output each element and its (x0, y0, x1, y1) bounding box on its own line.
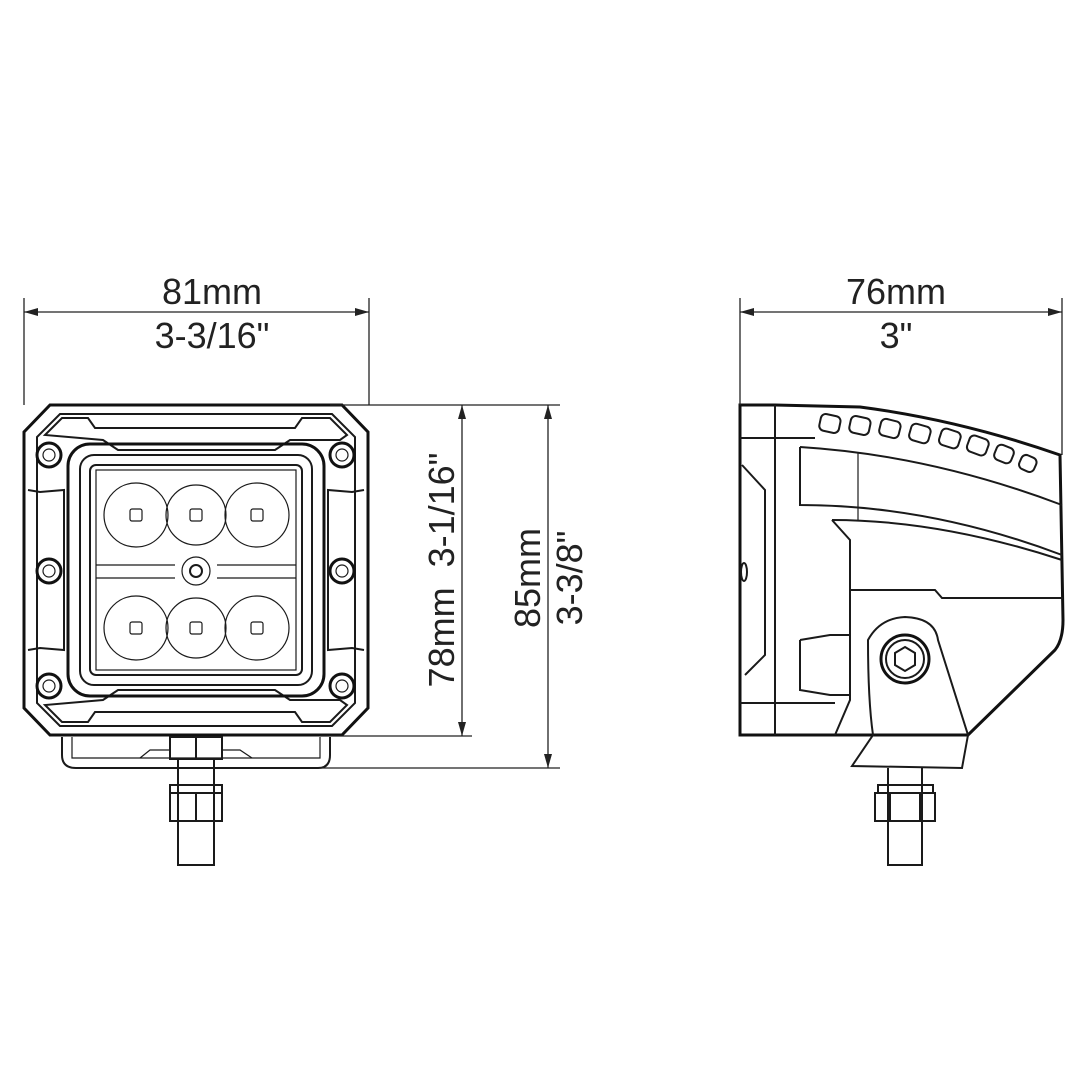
mount-arm (850, 615, 970, 770)
height-in-label: 3-1/16" (421, 453, 462, 568)
side-vent (740, 562, 748, 582)
housing-inner-edge (36, 413, 356, 727)
total-height-mm-label: 85mm (507, 528, 548, 628)
hex-bolt-icon (879, 633, 931, 685)
led (165, 597, 227, 659)
lower-fin (831, 519, 1063, 561)
front-view (22, 403, 370, 866)
depth-in-label: 3" (880, 315, 913, 356)
lens-inner (95, 469, 297, 671)
left-rib (27, 488, 65, 652)
bezel-frame (66, 442, 326, 698)
side-view (738, 403, 1065, 866)
mounting-stud (177, 760, 215, 866)
bracket-tabs (139, 749, 253, 759)
bolt-icon (328, 672, 356, 700)
lens (89, 464, 303, 676)
front-width-dimension: 81mm 3-3/16" (23, 271, 370, 405)
bolts (35, 441, 356, 700)
led (224, 595, 290, 661)
side-depth-dimension: 76mm 3" (739, 271, 1063, 455)
mount-bracket (61, 737, 331, 769)
depth-mm-label: 76mm (846, 271, 946, 312)
led (165, 484, 227, 546)
vent-screw-icon (181, 556, 211, 586)
cooling-slots (818, 413, 1038, 473)
width-mm-label: 81mm (162, 271, 262, 312)
top-rib (42, 417, 349, 451)
upper-fin (799, 446, 1063, 506)
bolt-icon (35, 441, 63, 469)
bolt-icon (328, 557, 356, 585)
bolt-icon (35, 557, 63, 585)
side-nut (874, 792, 936, 822)
right-rib (327, 488, 365, 652)
led (103, 595, 169, 661)
bezel-inner (79, 454, 313, 686)
height-label: 78mm 3-1/16" (421, 453, 462, 688)
height-mm-label: 78mm (421, 587, 462, 687)
led-array (103, 482, 290, 661)
side-housing-outline (738, 403, 1065, 737)
total-height-in-label: 3-3/8" (549, 531, 590, 626)
bolt-icon (35, 672, 63, 700)
width-in-label: 3-3/16" (155, 315, 270, 356)
bottom-rib (42, 689, 349, 723)
bolt-icon (328, 441, 356, 469)
bracket-step (850, 589, 1063, 599)
front-height-dimension: 78mm 3-1/16" 85mm 3-3/8" (320, 404, 590, 769)
led (103, 482, 169, 548)
front-bezel-side (741, 464, 766, 676)
side-stud (887, 768, 923, 866)
clip-tab (799, 634, 850, 696)
side-washer (877, 784, 934, 794)
led (224, 482, 290, 548)
front-housing-outline (22, 403, 370, 737)
lens-divider (96, 564, 296, 579)
